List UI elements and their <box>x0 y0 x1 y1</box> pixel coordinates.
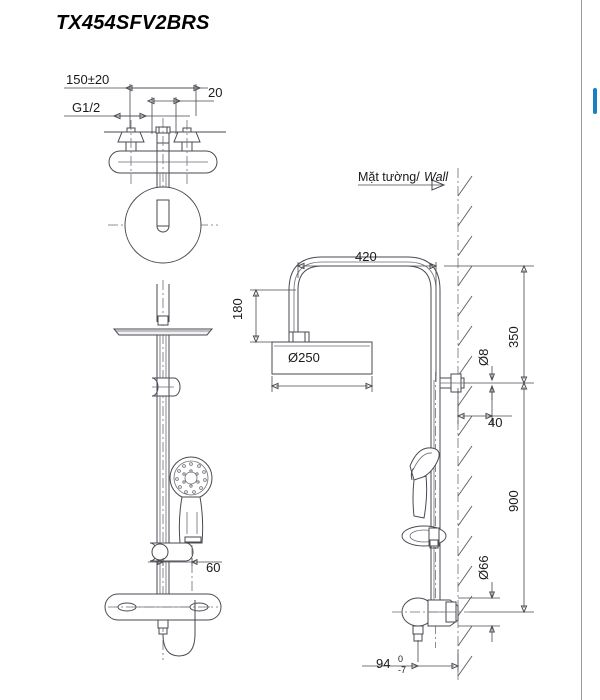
side-view <box>250 168 534 680</box>
wall-label: Mặt tường/ <box>358 170 420 184</box>
dim-thread: G1/2 <box>72 100 100 115</box>
dim-mixer-projection: 94 <box>376 656 390 671</box>
dim-height-mixer: 900 <box>506 490 521 512</box>
dim-arm-rise: 180 <box>230 298 245 320</box>
dim-height-outlet: 350 <box>506 326 521 348</box>
dimension-labels: 150±20 G1/2 20 Mặt tường/ Wall 420 180 Ø… <box>66 72 521 675</box>
dim-tolerance-upper: 0 <box>398 654 403 664</box>
dim-arm-reach: 420 <box>355 249 377 264</box>
top-view <box>64 84 226 264</box>
dim-hand-shower-drop: 60 <box>206 560 220 575</box>
spray-face-texture <box>175 462 207 494</box>
dim-outlet-projection: 40 <box>488 415 502 430</box>
dim-tolerance-lower: -7 <box>398 665 406 675</box>
wall-label-en: Wall <box>424 170 449 184</box>
dim-outlet-diameter: Ø8 <box>476 349 491 366</box>
page-border-right <box>581 0 582 700</box>
page-title: TX454SFV2BRS <box>56 12 210 34</box>
dim-spread: 150±20 <box>66 72 109 87</box>
wall-hatching <box>457 175 473 677</box>
dim-head-diameter: Ø250 <box>288 350 320 365</box>
scrollbar-thumb[interactable] <box>593 88 597 114</box>
front-view <box>104 280 222 660</box>
dim-offset: 20 <box>208 85 222 100</box>
dim-escutcheon-diameter: Ø66 <box>476 555 491 580</box>
